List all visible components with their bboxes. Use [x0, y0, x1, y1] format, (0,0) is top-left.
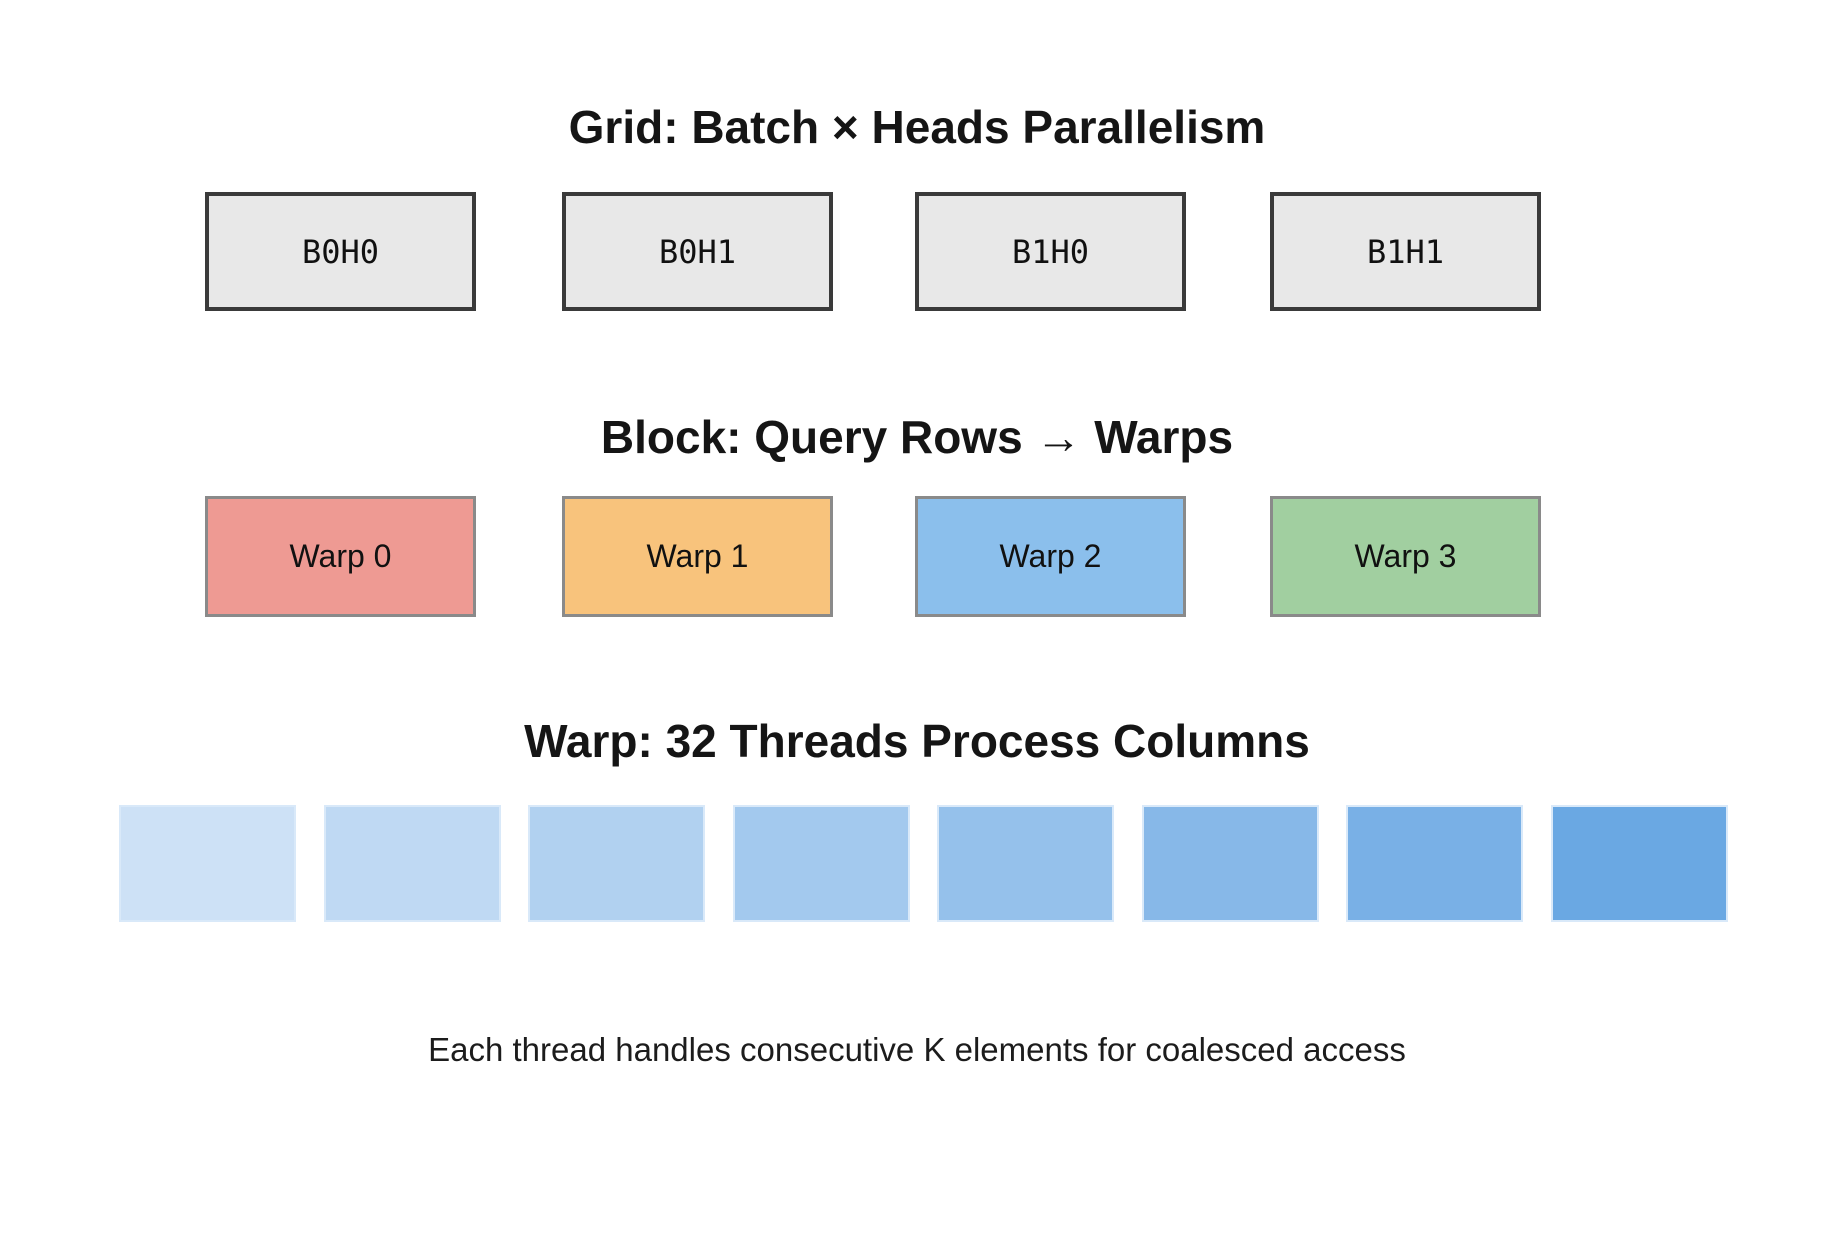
grid-section-title: Grid: Batch × Heads Parallelism — [568, 101, 1266, 153]
thread-box-7 — [1551, 805, 1728, 922]
thread-box-5 — [1142, 805, 1319, 922]
warp-box-3: Warp 3 — [1270, 496, 1541, 617]
grid-box-b1h0: B1H0 — [915, 192, 1186, 311]
coalesced-access-caption: Each thread handles consecutive K elemen… — [428, 1031, 1406, 1068]
warp-box-2: Warp 2 — [915, 496, 1186, 617]
thread-box-1 — [324, 805, 501, 922]
grid-box-label: B1H0 — [1011, 232, 1090, 271]
thread-box-0 — [119, 805, 296, 922]
grid-box-label: B1H1 — [1366, 232, 1445, 271]
warp-box-1: Warp 1 — [562, 496, 833, 617]
grid-box-label: B0H0 — [301, 232, 380, 271]
warp-box-label: Warp 1 — [646, 538, 749, 574]
thread-box-4 — [937, 805, 1114, 922]
thread-box-3 — [733, 805, 910, 922]
warp-box-0: Warp 0 — [205, 496, 476, 617]
thread-box-2 — [528, 805, 705, 922]
warp-section-title: Warp: 32 Threads Process Columns — [524, 715, 1310, 767]
warp-box-label: Warp 0 — [289, 538, 392, 574]
grid-box-b0h1: B0H1 — [562, 192, 833, 311]
grid-box-b0h0: B0H0 — [205, 192, 476, 311]
grid-box-label: B0H1 — [658, 232, 737, 271]
grid-box-b1h1: B1H1 — [1270, 192, 1541, 311]
thread-box-6 — [1346, 805, 1523, 922]
warp-box-label: Warp 2 — [999, 538, 1102, 574]
block-section-title: Block: Query Rows → Warps — [600, 411, 1234, 463]
warp-box-label: Warp 3 — [1354, 538, 1457, 574]
